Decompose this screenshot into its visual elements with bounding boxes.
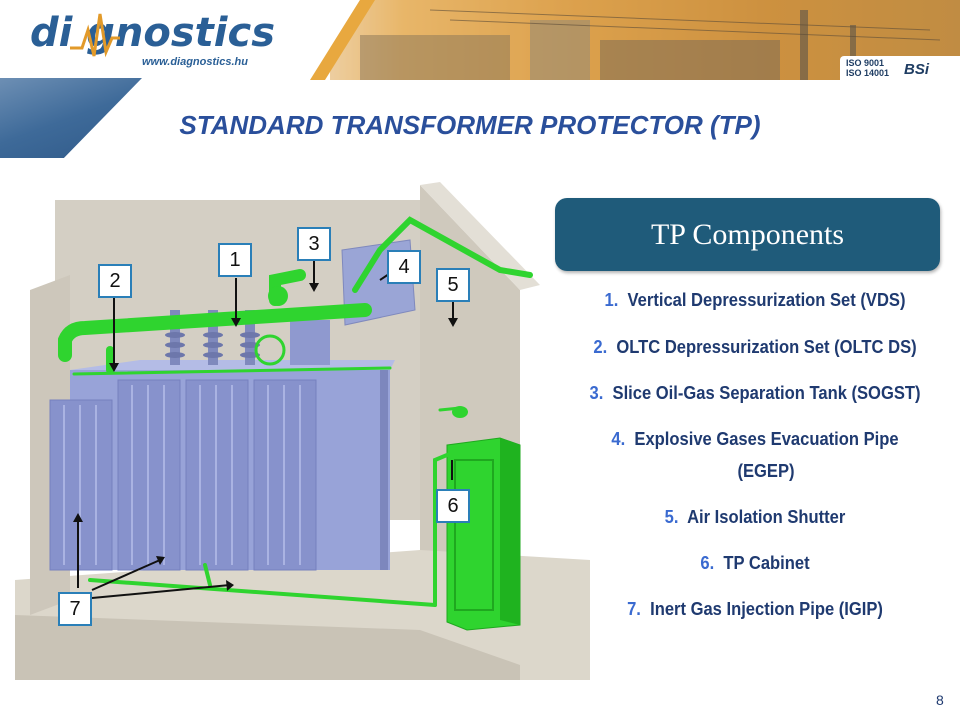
component-label: Explosive Gases Evacuation Pipe	[634, 429, 899, 449]
component-label: Air Isolation Shutter	[687, 507, 846, 527]
callout-3: 3	[297, 227, 331, 261]
callout-5: 5	[436, 268, 470, 302]
component-label: Inert Gas Injection Pipe (IGIP)	[650, 599, 883, 619]
component-item-5: 5. Air Isolation Shutter	[571, 503, 939, 531]
component-number: 2.	[593, 337, 608, 357]
component-item-7: 7. Inert Gas Injection Pipe (IGIP)	[571, 595, 939, 623]
component-item-3: 3. Slice Oil-Gas Separation Tank (SOGST)	[571, 379, 939, 407]
component-number: 1.	[604, 290, 619, 310]
logo-wave-icon	[70, 13, 120, 58]
component-label: Slice Oil-Gas Separation Tank (SOGST)	[612, 383, 921, 403]
component-item-1: 1. Vertical Depressurization Set (VDS)	[571, 286, 939, 314]
component-number: 4.	[611, 429, 626, 449]
slide-title: STANDARD TRANSFORMER PROTECTOR (TP)	[179, 110, 761, 140]
header-stripe	[250, 0, 375, 80]
certification-text: ISO 9001 ISO 14001	[846, 58, 889, 78]
component-item-2: 2. OLTC Depressurization Set (OLTC DS)	[571, 333, 939, 361]
component-item-4: 4. Explosive Gases Evacuation Pipe	[571, 425, 939, 453]
component-label: OLTC Depressurization Set (OLTC DS)	[616, 337, 917, 357]
component-label: Vertical Depressurization Set (VDS)	[627, 290, 906, 310]
component-number: 6.	[700, 553, 715, 573]
callout-7: 7	[58, 592, 92, 626]
component-number: 7.	[627, 599, 641, 619]
certification-box	[840, 56, 960, 80]
company-logo: di gnostics	[30, 10, 276, 56]
components-heading: TP Components	[555, 198, 940, 271]
component-item-6: 6. TP Cabinet	[571, 549, 939, 577]
callout-6: 6	[436, 489, 470, 523]
callout-2: 2	[98, 264, 132, 298]
component-number: 5.	[664, 507, 679, 527]
component-label: (EGEP)	[737, 461, 795, 481]
bsi-logo: BSi	[904, 61, 930, 78]
component-number: 3.	[589, 383, 604, 403]
cert-iso14001: ISO 14001	[846, 68, 890, 78]
company-url: www.diagnostics.hu	[142, 56, 248, 68]
callout-1: 1	[218, 243, 252, 277]
component-label: TP Cabinet	[723, 553, 810, 573]
header-banner: di gnostics www.diagnostics.hu ISO 9001 …	[0, 0, 960, 80]
component-item-4-abbr: (EGEP)	[582, 457, 950, 485]
transformer-illustration	[15, 182, 590, 680]
callout-4: 4	[387, 250, 421, 284]
substation-photo	[330, 0, 960, 80]
page-number: 8	[936, 692, 944, 708]
cert-iso9001: ISO 9001	[846, 58, 885, 68]
